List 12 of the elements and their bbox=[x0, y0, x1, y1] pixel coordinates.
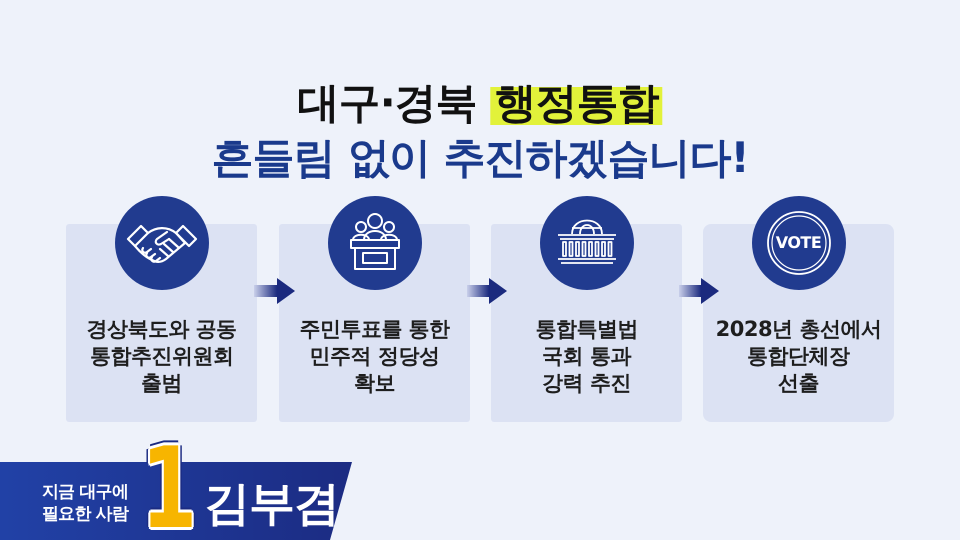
arrow bbox=[467, 278, 507, 304]
ballot-number: 1 bbox=[141, 441, 198, 538]
step-text: 2028년 총선에서 통합단체장 선출 bbox=[716, 316, 882, 397]
arrow bbox=[679, 278, 719, 304]
arrow bbox=[254, 278, 295, 304]
title: 대구·경북 행정통합 흔들림 없이 추진하겠습니다! bbox=[211, 77, 749, 184]
slogan-text: 지금 대구에 필요한 사람 bbox=[42, 481, 128, 525]
step-text: 경상북도와 공동 통합추진위원회 출범 bbox=[86, 316, 237, 397]
step-text: 통합특별법 국회 통과 강력 추진 bbox=[535, 316, 638, 397]
step-text: 주민투표를 통한 민주적 정당성 확보 bbox=[299, 316, 450, 397]
candidate-name: 김부겸 bbox=[204, 477, 339, 529]
stamp-text: VOTE bbox=[776, 234, 822, 252]
